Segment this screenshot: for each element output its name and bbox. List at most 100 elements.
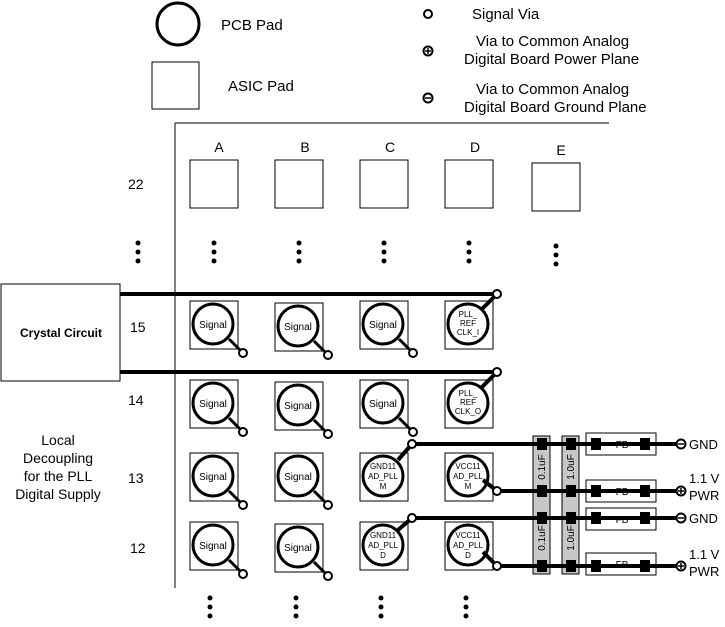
svg-text:VCC11: VCC11: [455, 462, 481, 471]
cap-label-c1-top: 0.1uF: [537, 454, 548, 480]
asic-pad-b22: [274, 159, 324, 209]
ground-via-icon: [675, 438, 687, 450]
pad-d13-vcc: VCC11 AD_PLL M: [444, 452, 494, 502]
legend-signal-via-label: Signal Via: [472, 6, 540, 23]
label-pwr-12-line2: PWR: [689, 564, 719, 579]
ellipsis-dots: [135, 240, 559, 619]
svg-text:PLL_: PLL_: [459, 310, 478, 319]
legend-ground-via-icon: [422, 92, 434, 104]
svg-text:AD_PLL: AD_PLL: [368, 541, 398, 550]
pad-d12-vcc: VCC11 AD_PLL D: [444, 521, 494, 571]
svg-text:D: D: [380, 551, 386, 560]
row-label-14: 14: [128, 392, 144, 408]
column-label-e: E: [556, 142, 565, 158]
asic-pad-c22: [359, 159, 409, 209]
solder-pads: [537, 438, 650, 572]
pad-d15: PLL_ REF CLK_I: [444, 300, 494, 350]
local-decoupling-line-2: Decoupling: [23, 450, 93, 466]
power-via-icon: [675, 485, 687, 497]
legend-pcb-pad-icon: [155, 1, 201, 47]
column-label-c: C: [385, 139, 395, 155]
crystal-circuit-label: Crystal Circuit: [20, 326, 102, 340]
svg-text:VCC11: VCC11: [455, 531, 481, 540]
legend-power-via-label-2: Digital Board Power Plane: [464, 51, 639, 68]
legend-asic-pad-icon: [151, 61, 200, 110]
asic-pad-d22: [444, 159, 494, 209]
svg-text:PLL_: PLL_: [459, 389, 478, 398]
pad-label: Signal: [284, 472, 312, 483]
pad-label: Signal: [199, 399, 227, 410]
signal-via: [407, 513, 417, 523]
legend-signal-via-icon: [423, 9, 433, 19]
pad-label: Signal: [284, 322, 312, 333]
label-gnd-12: GND: [689, 511, 718, 526]
pad-c15: Signal: [359, 300, 418, 358]
svg-text:REF: REF: [460, 398, 476, 407]
asic-pad-e22: [531, 162, 581, 212]
svg-text:AD_PLL: AD_PLL: [453, 541, 483, 550]
column-label-b: B: [300, 139, 309, 155]
svg-text:CLK_I: CLK_I: [457, 328, 479, 337]
legend-ground-via-label-2: Digital Board Ground Plane: [464, 99, 647, 116]
legend-asic-pad-label: ASIC Pad: [228, 78, 294, 95]
row-label-12: 12: [130, 540, 146, 556]
label-pwr-12-line1: 1.1 V: [689, 547, 720, 562]
row-label-13: 13: [128, 470, 144, 486]
pad-label: Signal: [284, 401, 312, 412]
signal-via: [492, 289, 502, 299]
pad-label: Signal: [369, 399, 397, 410]
column-label-a: A: [214, 139, 224, 155]
svg-text:FB: FB: [616, 515, 629, 526]
svg-text:M: M: [465, 482, 472, 491]
local-decoupling-line-3: for the PLL: [24, 468, 93, 484]
row-label-15: 15: [130, 319, 146, 335]
label-pwr-13-line2: PWR: [689, 488, 719, 503]
pad-a15: Signal: [189, 300, 248, 358]
crystal-circuit-box: [0, 283, 121, 382]
svg-text:CLK_O: CLK_O: [455, 407, 481, 416]
row-label-22: 22: [128, 176, 144, 192]
pad-b13: Signal: [274, 452, 333, 510]
svg-text:GND11: GND11: [370, 531, 397, 540]
signal-via: [407, 439, 417, 449]
column-label-d: D: [470, 139, 480, 155]
label-gnd-13: GND: [689, 437, 718, 452]
pad-a13: Signal: [189, 452, 248, 510]
signal-via: [492, 561, 502, 571]
pad-label: Signal: [199, 472, 227, 483]
capacitor-0-1uf-bar: [532, 435, 551, 575]
pad-label: Signal: [284, 543, 312, 554]
legend-pcb-pad-label: PCB Pad: [221, 17, 283, 34]
svg-text:AD_PLL: AD_PLL: [453, 472, 483, 481]
pad-label: Signal: [199, 541, 227, 552]
signal-via: [492, 486, 502, 496]
asic-pad-a22: [189, 159, 239, 209]
cap-label-c1-bottom: 0.1uF: [537, 525, 548, 551]
pad-label: Signal: [369, 320, 397, 331]
local-decoupling-line-4: Digital Supply: [15, 486, 101, 502]
signal-via: [492, 367, 502, 377]
pad-b15: Signal: [274, 302, 333, 360]
local-decoupling-line-1: Local: [41, 432, 74, 448]
svg-text:D: D: [465, 551, 471, 560]
ground-via-icon: [675, 512, 687, 524]
capacitor-1-0uf-bar: [561, 435, 580, 575]
pad-label: Signal: [199, 320, 227, 331]
cap-label-c2-bottom: 1.0uF: [566, 525, 577, 551]
svg-text:GND11: GND11: [370, 462, 397, 471]
svg-text:REF: REF: [460, 319, 476, 328]
legend-power-via-icon: [422, 45, 434, 57]
legend-power-via-label-1: Via to Common Analog: [476, 33, 629, 50]
power-via-icon: [675, 560, 687, 572]
pad-b14: Signal: [274, 381, 333, 439]
pad-b12: Signal: [274, 523, 333, 581]
svg-text:AD_PLL: AD_PLL: [368, 472, 398, 481]
pad-a12: Signal: [189, 521, 248, 579]
svg-text:M: M: [380, 482, 387, 491]
pad-d14: PLL_ REF CLK_O: [444, 379, 494, 429]
pad-c14: Signal: [359, 379, 418, 437]
legend-ground-via-label-1: Via to Common Analog: [476, 81, 629, 98]
pad-c12-gnd: GND11 AD_PLL D: [359, 521, 409, 571]
pad-c13-gnd: GND11 AD_PLL M: [359, 452, 409, 502]
